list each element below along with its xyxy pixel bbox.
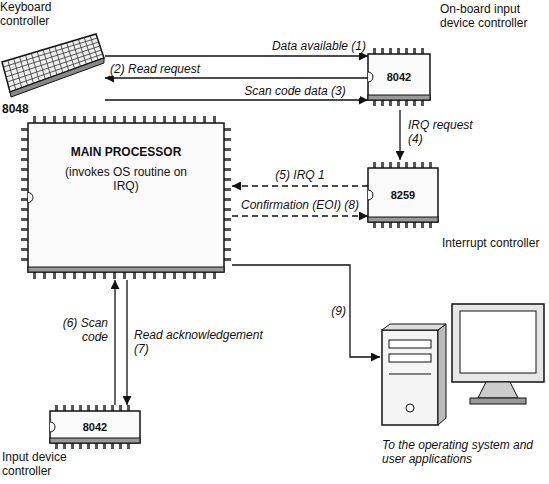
input-device-chip: On-board input device controller 8042 xyxy=(368,0,549,110)
chip-symbol xyxy=(20,115,232,280)
arrow-connector xyxy=(105,77,368,78)
input-device-chip: 8042Input device controller xyxy=(0,405,150,484)
keyboard-controller: Keyboard controller 8048 xyxy=(0,0,105,122)
chip-number: 8042 xyxy=(368,70,430,84)
processor-title: MAIN PROCESSOR xyxy=(40,145,212,159)
arrow-connector xyxy=(114,280,115,405)
signal-label: (5) IRQ 1 xyxy=(240,168,360,182)
arrow-connector xyxy=(126,280,127,405)
arrow-connector xyxy=(105,55,368,56)
signal-label: (2) Read request xyxy=(110,62,230,76)
destination-label: To the operating system and user applica… xyxy=(382,438,546,466)
arrow-connector xyxy=(105,99,368,100)
dashed-connector xyxy=(232,185,368,186)
main-processor-chip: MAIN PROCESSOR (invokes OS routine on IRQ… xyxy=(20,115,232,280)
signal-label: (6) Scan code xyxy=(44,316,108,344)
computer: To the operating system and user applica… xyxy=(380,300,549,484)
dashed-connector xyxy=(232,215,368,216)
component-label: On-board input device controller xyxy=(440,2,546,30)
chip-number: 8048 xyxy=(2,102,46,116)
chip-number: 8259 xyxy=(368,188,438,202)
component-label: Keyboard controller xyxy=(0,0,72,28)
signal-label: Read acknowledgement (7) xyxy=(134,328,274,356)
signal-label: Confirmation (EOI) (8) xyxy=(235,198,365,212)
component-label: Input device controller xyxy=(2,450,97,478)
signal-label: (9) xyxy=(320,304,346,318)
processor-note: (invokes OS routine on IRQ) xyxy=(61,165,191,193)
signal-label: Scan code data (3) xyxy=(230,84,360,98)
component-label: Interrupt controller xyxy=(442,236,547,250)
chip-number: 8042 xyxy=(50,420,140,434)
arrow-connector xyxy=(399,110,400,160)
signal-label: Data available (1) xyxy=(250,39,366,53)
interrupt-controller-chip: 8259Interrupt controller xyxy=(368,160,549,255)
signal-label: IRQ request (4) xyxy=(408,118,480,146)
